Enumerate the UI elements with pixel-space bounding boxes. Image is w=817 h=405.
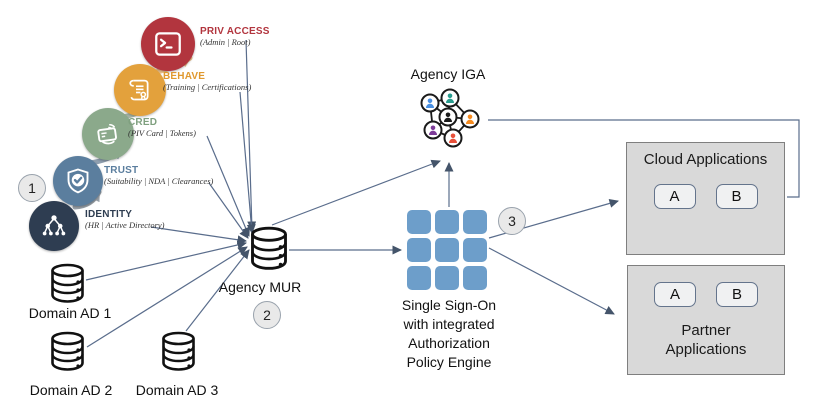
trust-label-block: TRUST (Suitability | NDA | Clearances) [104, 165, 213, 187]
behave-label-block: BEHAVE (Training | Certifications) [163, 71, 251, 93]
cred-subtitle: (PIV Card | Tokens) [128, 128, 196, 138]
trust-circle [53, 156, 103, 206]
sso-label-line: Single Sign-On [401, 297, 497, 313]
priv-access-circle [141, 17, 195, 71]
arrow-ad1-to-mur [85, 240, 247, 281]
domain-ad-3-database [160, 331, 197, 376]
domain-ad-2-label: Domain AD 2 [29, 382, 113, 398]
arrow-ad2-to-mur [86, 246, 248, 348]
partner-app-a-button: A [654, 282, 696, 307]
cloud-app-a-button: A [653, 184, 696, 209]
trust-subtitle: (Suitability | NDA | Clearances) [104, 176, 214, 186]
cloud-applications-box: Cloud Applications A B [626, 142, 785, 255]
badge-2: 2 [253, 301, 281, 329]
arrow-mur-to-iga [271, 159, 441, 226]
badge-1: 1 [18, 174, 46, 202]
arrow-priv-to-mur [245, 39, 257, 231]
priv-access-title: PRIV ACCESS [200, 26, 270, 37]
domain-ad-1-label: Domain AD 1 [28, 305, 112, 321]
identity-circle [29, 201, 79, 251]
arrow-trust-to-mur [208, 182, 249, 239]
domain-ad-1-database [49, 263, 86, 308]
cloud-app-b-button: B [715, 184, 758, 209]
sso-label: Single Sign-On with integrated Authoriza… [369, 296, 529, 372]
trust-title: TRUST [104, 165, 139, 176]
cloud-app-buttons: A B [653, 184, 758, 209]
partner-app-buttons: A B [654, 282, 758, 307]
badge-3: 3 [498, 207, 526, 235]
sso-tile [435, 210, 459, 234]
connector-iga-to-cloud [488, 119, 800, 198]
sso-tile [435, 238, 459, 262]
partner-applications-title: Partner Applications [666, 321, 747, 359]
cred-label-block: CRED (PIV Card | Tokens) [128, 117, 196, 139]
arrow-ad3-to-mur [185, 249, 250, 332]
agency-iga-label: Agency IGA [410, 66, 486, 82]
domain-ad-3-label: Domain AD 3 [135, 382, 219, 398]
identity-title: IDENTITY [85, 209, 133, 220]
sso-tile [407, 210, 431, 234]
priv-access-subtitle: (Admin | Root) [200, 37, 251, 47]
agency-iga-icon-wrap [414, 86, 486, 155]
agency-mur-database [249, 226, 289, 275]
identity-label-block: IDENTITY (HR | Active Directory) [85, 209, 165, 231]
priv-access-label-block: PRIV ACCESS (Admin | Root) [200, 26, 270, 48]
sso-tile [435, 266, 459, 290]
network-users-icon [420, 88, 480, 148]
piv-card-icon [97, 123, 117, 145]
sso-tile [463, 210, 487, 234]
sso-tile [407, 266, 431, 290]
cloud-applications-title: Cloud Applications [643, 151, 768, 168]
arrow-behave-to-mur [239, 91, 256, 234]
sso-label-line: with integrated [403, 316, 495, 332]
arrow-identity-to-mur [150, 226, 247, 245]
sso-label-line: Authorization [408, 335, 490, 351]
cred-circle [82, 108, 134, 160]
identity-subtitle: (HR | Active Directory) [85, 220, 165, 230]
certificate-icon [129, 79, 149, 101]
cred-title: CRED [128, 117, 158, 128]
sso-grid-icon [407, 210, 487, 290]
agency-mur-label: Agency MUR [218, 279, 302, 295]
partner-app-b-button: B [716, 282, 758, 307]
database-icon [251, 226, 287, 270]
behave-title: BEHAVE [163, 71, 206, 82]
arrow-cred-to-mur [206, 135, 250, 237]
shield-check-icon [67, 168, 89, 194]
arrow-sso-to-partner [488, 247, 615, 315]
database-icon [51, 331, 84, 371]
sso-label-line: Policy Engine [406, 354, 492, 370]
partner-title-line-1: Partner [681, 322, 731, 339]
partner-applications-box: A B Partner Applications [627, 265, 785, 375]
behave-circle [114, 64, 166, 116]
sso-tile [407, 238, 431, 262]
partner-title-line-2: Applications [665, 341, 747, 358]
sso-tile [463, 266, 487, 290]
behave-subtitle: (Training | Certifications) [163, 82, 252, 92]
sso-tile [463, 238, 487, 262]
domain-ad-2-database [49, 331, 86, 376]
terminal-icon [155, 32, 181, 56]
database-icon [162, 331, 195, 371]
database-icon [51, 263, 84, 303]
org-tree-icon [42, 215, 66, 236]
